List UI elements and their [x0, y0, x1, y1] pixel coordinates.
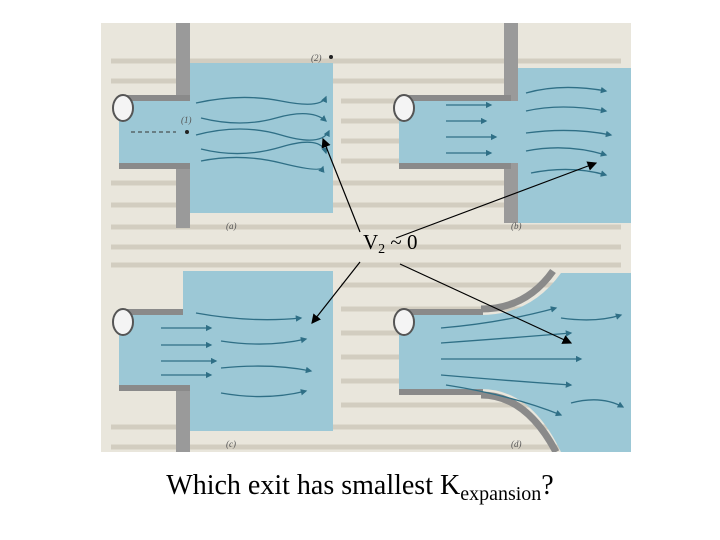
- arrow-to-d: [399, 263, 573, 344]
- panel-b-label: (b): [511, 221, 522, 231]
- panel-a: (1) (2) (a): [112, 23, 333, 231]
- point-1-label: (1): [181, 115, 192, 125]
- arrow-to-a: [321, 137, 361, 233]
- panel-c: (c): [112, 271, 333, 452]
- panel-c-label: (c): [226, 439, 236, 449]
- exit-velocity-annotation: V2 ~ 0: [363, 230, 418, 258]
- annotation-suffix: ~ 0: [385, 230, 418, 254]
- caption-prefix: Which exit has smallest K: [166, 470, 461, 501]
- point-2-label: (2): [311, 53, 322, 63]
- caption-subscript: expansion: [460, 483, 542, 505]
- textbook-figure: (1) (2) (a) (b): [101, 23, 631, 452]
- panel-b: (b): [393, 23, 631, 231]
- arrow-to-c: [311, 261, 361, 324]
- question-caption: Which exit has smallest Kexpansion?: [0, 470, 720, 506]
- caption-suffix: ?: [541, 470, 554, 501]
- panel-a-label: (a): [226, 221, 237, 231]
- panel-d-label: (d): [511, 439, 522, 449]
- panel-d: (d): [393, 268, 631, 452]
- annotation-subscript: 2: [378, 242, 386, 257]
- annotation-symbol: V: [363, 230, 379, 254]
- arrow-to-b: [395, 161, 598, 239]
